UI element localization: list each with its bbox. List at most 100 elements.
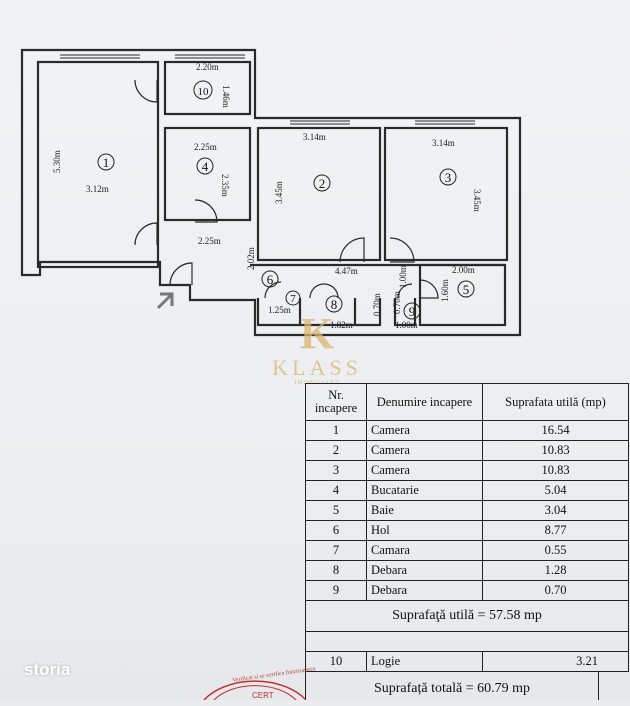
cell-name: Hol [366,520,483,541]
table-row: 2 Camera 10.83 [305,440,629,461]
cell-name: Debara [366,580,483,601]
dim-3-height: 3.45m [472,189,482,212]
room-num-5: 5 [463,282,470,297]
entrance-arrow-icon [156,292,174,310]
closet-walls [256,298,417,327]
room-3-wall [383,126,509,262]
dim-4-height: 2.35m [220,174,230,197]
room-num-6: 6 [267,272,274,287]
cell-nr: 1 [305,420,367,441]
cell-area: 0.55 [482,540,629,561]
table-row: 8 Debara 1.28 [305,560,629,581]
storia-watermark: storia [24,660,71,679]
cell-area: 1.28 [482,560,629,581]
gap-cell [305,631,629,652]
cell-nr: 9 [305,580,367,601]
dim-3-width: 3.14m [432,138,455,148]
cell-nr: 4 [305,480,367,501]
room-num-3: 3 [445,170,452,185]
dim-5-height: 1.60m [440,279,450,302]
dim-6-c: 2.02m [246,247,256,270]
table-header-row: Nr. incapere Denumire incapere Suprafata… [305,383,629,421]
cell-nr: 6 [305,520,367,541]
cell-area: 16.54 [482,420,629,441]
logo-mark: K [299,309,335,358]
dim-6-a: 2.25m [198,236,221,246]
door-swing-2 [339,237,365,263]
floor-plan-drawing: 5.30m 3.12m 2.20m 1.46m 2.25m 2.35m 3.14… [20,48,522,337]
room-badge-4 [196,157,214,175]
dim-7: 1.25m [268,305,291,315]
header-area: Suprafata utilă (mp) [482,383,629,421]
grand-total: Suprafață totală = 60.79 mp [305,672,599,700]
room-num-8: 8 [331,297,338,312]
header-name: Denumire incapere [366,383,483,421]
cell-name: Debara [366,560,483,581]
dim-10-width: 2.20m [196,62,219,72]
door-swing-4 [194,199,218,223]
cell-name-text: Bucatarie [371,483,419,497]
cell-name-text: Camara [371,543,410,557]
room-num-4: 4 [202,159,209,174]
dim-1-height: 5.30m [52,150,62,173]
cell-name-text: Debara [371,583,408,597]
cell-area: 10.83 [482,460,629,481]
cell-name: Camera [366,440,483,461]
room-num-9: 9 [409,304,416,319]
gap-row [305,631,629,652]
room-badge-7 [285,290,301,306]
stamp-text: CERT [252,691,274,700]
cell-name-text: Camera [371,443,410,457]
room-10-wall [163,60,252,116]
table-row: 9 Debara 0.70 [305,580,629,601]
cell-name: Bucatarie [366,480,483,501]
door-swing-3 [389,237,415,263]
room-num-7: 7 [290,293,296,305]
dim-5-width: 2.00m [452,265,475,275]
cell-area: 0.70 [482,580,629,601]
window-1 [60,54,140,59]
cell-name: Camera [366,460,483,481]
dim-8-a: 1.82m [330,320,353,330]
room-badge-5 [457,280,475,298]
dim-10-height: 1.46m [221,85,231,108]
cell-name-text: Camera [371,423,410,437]
door-swing-9 [397,283,413,299]
klass-logo: K KLASS IMOBILIARE [262,309,372,387]
cell-area: 10.83 [482,440,629,461]
cell-area: 5.04 [482,480,629,501]
cell-name-text: Baie [371,503,394,517]
table-row: 7 Camara 0.55 [305,540,629,561]
cell-nr: 2 [305,440,367,461]
cell-name-text: Debara [371,563,408,577]
dim-2-height: 3.45m [274,181,284,204]
room-badge-9 [403,302,421,320]
cell-name: Camara [366,540,483,561]
logo-name: KLASS [272,355,362,380]
table-row: 5 Baie 3.04 [305,500,629,521]
rooms-table: Nr. incapere Denumire incapere Suprafata… [305,383,629,672]
room-badge-1 [97,153,115,171]
dim-1-width: 3.12m [86,184,109,194]
dim-6-b: 4.47m [335,266,358,276]
cell-nr: 5 [305,500,367,521]
dim-4-width: 2.25m [194,142,217,152]
room-num-2: 2 [319,176,326,191]
cell-nr: 7 [305,540,367,561]
door-swing-1 [134,222,158,246]
useful-total: Suprafaţă utilă = 57.58 mp [305,600,629,632]
room-badge-2 [313,174,331,192]
cell-area: 3.04 [482,500,629,521]
door-swing-10 [134,79,158,103]
table-row: 6 Hol 8.77 [305,520,629,541]
cell-name-text: Hol [371,523,390,537]
cell-name-text: Camera [371,463,410,477]
door-swing-entry [169,262,193,286]
room-badge-3 [439,168,457,186]
header-nr: Nr. incapere [305,383,367,421]
cell-area: 8.77 [482,520,629,541]
dim-8-b: 0.70m [372,293,382,316]
room-1-wall [36,60,160,269]
room-4-wall [163,126,252,222]
cell-nr: 8 [305,560,367,581]
